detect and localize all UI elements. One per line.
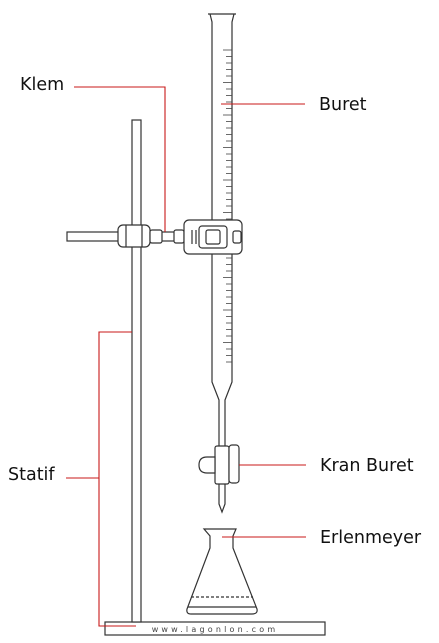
buret-clamp [183,219,243,255]
label-klem: Klem [20,75,64,95]
label-buret: Buret [319,95,367,115]
erlenmeyer-flask [186,528,258,615]
statif-leader [66,331,132,479]
stand-base [104,621,326,636]
stopcock [198,444,240,514]
burette-graduations [223,49,232,363]
label-erlenmeyer: Erlenmeyer [320,528,422,548]
boss-head [117,224,151,248]
label-statif: Statif [8,465,55,485]
statif-leader-base [98,478,136,627]
watermark: www.lagonlon.com [152,625,279,634]
klem-leader [74,86,166,232]
stand-rod [131,119,142,623]
label-kran-buret: Kran Buret [320,456,414,476]
